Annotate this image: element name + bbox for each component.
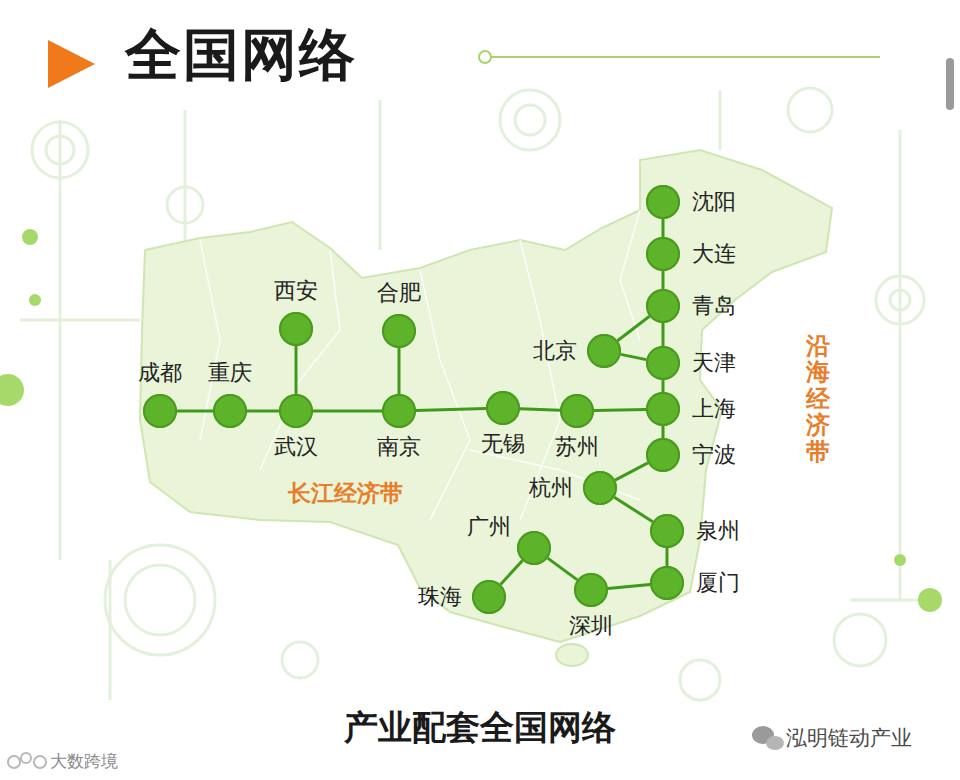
city-node: 厦门	[650, 566, 684, 600]
city-link	[618, 316, 650, 340]
city-link	[608, 585, 650, 589]
city-link	[247, 410, 279, 413]
city-link	[416, 408, 486, 410]
city-link	[398, 348, 401, 394]
city-link	[662, 323, 665, 346]
city-label: 合肥	[377, 278, 421, 308]
city-node: 成都	[143, 394, 177, 428]
city-label: 大连	[692, 239, 736, 269]
city-node: 重庆	[213, 394, 247, 428]
city-label: 宁波	[692, 440, 736, 470]
text-label: 长江经济带	[288, 478, 403, 509]
city-link	[662, 426, 665, 438]
city-node: 泉州	[650, 514, 684, 548]
text-label: 泓明链动产业	[786, 724, 912, 752]
city-node: 杭州	[583, 471, 617, 505]
city-link	[662, 380, 665, 392]
city-link	[666, 548, 669, 566]
city-node: 青岛	[646, 289, 680, 323]
city-label: 天津	[692, 348, 736, 378]
city-link	[594, 409, 646, 410]
city-label: 珠海	[418, 582, 462, 612]
page-title: 全国网络	[125, 18, 357, 94]
city-link	[662, 219, 665, 237]
city-label: 无锡	[481, 429, 525, 459]
city-label: 泉州	[696, 516, 740, 546]
city-link	[313, 410, 382, 413]
city-label: 北京	[533, 336, 577, 366]
city-node: 无锡	[486, 391, 520, 425]
city-node: 大连	[646, 237, 680, 271]
text-label: 大数跨境	[50, 750, 118, 773]
city-link	[295, 346, 298, 394]
city-label: 重庆	[208, 358, 252, 388]
city-label: 厦门	[696, 568, 740, 598]
city-node: 宁波	[646, 438, 680, 472]
city-link	[500, 561, 522, 585]
city-node: 北京	[587, 334, 621, 368]
city-label: 杭州	[529, 473, 573, 503]
city-link	[548, 558, 578, 580]
city-label: 上海	[692, 394, 736, 424]
city-label: 青岛	[692, 291, 736, 321]
city-link	[520, 409, 560, 411]
city-link	[614, 497, 652, 522]
city-node: 珠海	[472, 580, 506, 614]
city-node: 深圳	[574, 573, 608, 607]
city-link	[662, 271, 665, 289]
city-link	[621, 354, 647, 359]
city-label: 成都	[138, 358, 182, 388]
city-node: 上海	[646, 392, 680, 426]
city-node: 天津	[646, 346, 680, 380]
city-label: 沈阳	[692, 187, 736, 217]
city-link	[615, 463, 648, 480]
city-label: 西安	[274, 276, 318, 306]
city-node: 西安	[279, 312, 313, 346]
city-node: 武汉	[279, 394, 313, 428]
city-node: 合肥	[382, 314, 416, 348]
city-label: 南京	[377, 432, 421, 462]
city-node: 沈阳	[646, 185, 680, 219]
text-label: 沿海经济带	[806, 333, 830, 465]
city-link	[177, 410, 213, 413]
city-node: 南京	[382, 394, 416, 428]
city-label: 深圳	[569, 611, 613, 641]
city-label: 苏州	[555, 432, 599, 462]
city-node: 苏州	[560, 394, 594, 428]
city-label: 武汉	[274, 432, 318, 462]
city-node: 广州	[517, 531, 551, 565]
city-label: 广州	[467, 512, 511, 542]
